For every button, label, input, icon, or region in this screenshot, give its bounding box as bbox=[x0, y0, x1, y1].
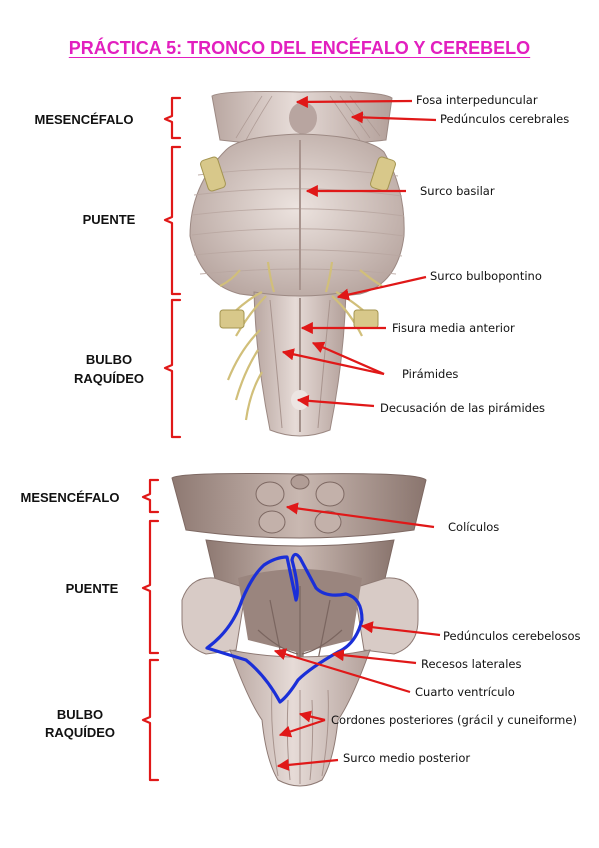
region-label-mesencefalo-top: MESENCÉFALO bbox=[35, 112, 134, 127]
cerebellar-peduncle-right bbox=[353, 577, 419, 655]
arrow-piramides-right bbox=[311, 341, 385, 376]
arrow-decusacion bbox=[296, 394, 375, 408]
bracket-mesencefalo-top bbox=[163, 96, 182, 140]
anterior-brainstem-illustration bbox=[189, 91, 405, 437]
bottom-region-brackets bbox=[141, 478, 160, 782]
region-label-raquideo-top: RAQUÍDEO bbox=[74, 371, 144, 386]
bracket-puente-bottom bbox=[141, 519, 160, 655]
label-fosa-interpeduncular: Fosa interpeduncular bbox=[416, 93, 538, 107]
label-recesos-laterales: Recesos laterales bbox=[421, 657, 522, 671]
arrow-cordones-upper bbox=[278, 718, 326, 738]
arrow-piramides-left bbox=[281, 348, 385, 376]
region-label-puente-bottom: PUENTE bbox=[66, 581, 119, 596]
bottom-arrows bbox=[273, 502, 441, 771]
top-region-brackets bbox=[163, 96, 182, 439]
bracket-bulbo-top bbox=[163, 298, 182, 439]
arrow-recesos-laterales bbox=[331, 649, 417, 665]
fourth-ventricle-outline bbox=[205, 552, 364, 704]
region-label-bulbo-bottom: BULBO bbox=[57, 707, 103, 722]
top-structure-labels: Fosa interpeduncular Pedúnculos cerebral… bbox=[380, 93, 569, 415]
region-label-mesencefalo-bottom: MESENCÉFALO bbox=[21, 490, 120, 505]
arrow-fosa-interpeduncular bbox=[295, 95, 413, 108]
arrow-coliculos bbox=[285, 502, 435, 529]
label-cordones-posteriores: Cordones posteriores (grácil y cuneiform… bbox=[331, 713, 577, 727]
region-label-puente-top: PUENTE bbox=[83, 212, 136, 227]
arrow-cuarto-ventriculo bbox=[273, 648, 411, 694]
label-decusacion-piramides: Decusación de las pirámides bbox=[380, 401, 545, 415]
label-coliculos: Colículos bbox=[448, 520, 499, 534]
label-piramides: Pirámides bbox=[402, 367, 458, 381]
bottom-structure-labels: Colículos Pedúnculos cerebelosos Recesos… bbox=[331, 520, 581, 765]
label-cuarto-ventriculo: Cuarto ventrículo bbox=[415, 685, 515, 699]
pons-shape bbox=[189, 133, 405, 299]
region-label-raquideo-bottom: RAQUÍDEO bbox=[45, 725, 115, 740]
bracket-puente-top bbox=[163, 145, 182, 296]
top-region-labels: MESENCÉFALO PUENTE BULBO RAQUÍDEO bbox=[35, 112, 145, 386]
top-arrows bbox=[281, 95, 437, 408]
arrow-surco-medio-posterior bbox=[276, 758, 339, 771]
label-pedunculos-cerebelosos: Pedúnculos cerebelosos bbox=[443, 629, 581, 643]
label-pedunculos-cerebrales: Pedúnculos cerebrales bbox=[440, 112, 569, 126]
bracket-bulbo-bottom bbox=[141, 658, 160, 782]
bracket-mesencefalo-bottom bbox=[141, 478, 160, 514]
page-title: PRÁCTICA 5: TRONCO DEL ENCÉFALO Y CEREBE… bbox=[68, 38, 531, 58]
arrow-pedunculos-cerebelosos bbox=[360, 621, 441, 637]
label-surco-bulbopontino: Surco bulbopontino bbox=[430, 269, 542, 283]
region-label-bulbo-top: BULBO bbox=[86, 352, 132, 367]
bottom-region-labels: MESENCÉFALO PUENTE BULBO RAQUÍDEO bbox=[21, 490, 120, 740]
label-fisura-media-anterior: Fisura media anterior bbox=[392, 321, 515, 335]
cerebellar-peduncle-left bbox=[181, 577, 247, 655]
label-surco-basilar: Surco basilar bbox=[420, 184, 495, 198]
arrow-pedunculos-cerebrales bbox=[350, 111, 437, 124]
midbrain-dorsal-shape bbox=[171, 473, 427, 539]
label-surco-medio-posterior: Surco medio posterior bbox=[343, 751, 470, 765]
arrow-cordones-lower bbox=[298, 710, 326, 723]
arrow-surco-bulbopontino bbox=[336, 275, 427, 301]
